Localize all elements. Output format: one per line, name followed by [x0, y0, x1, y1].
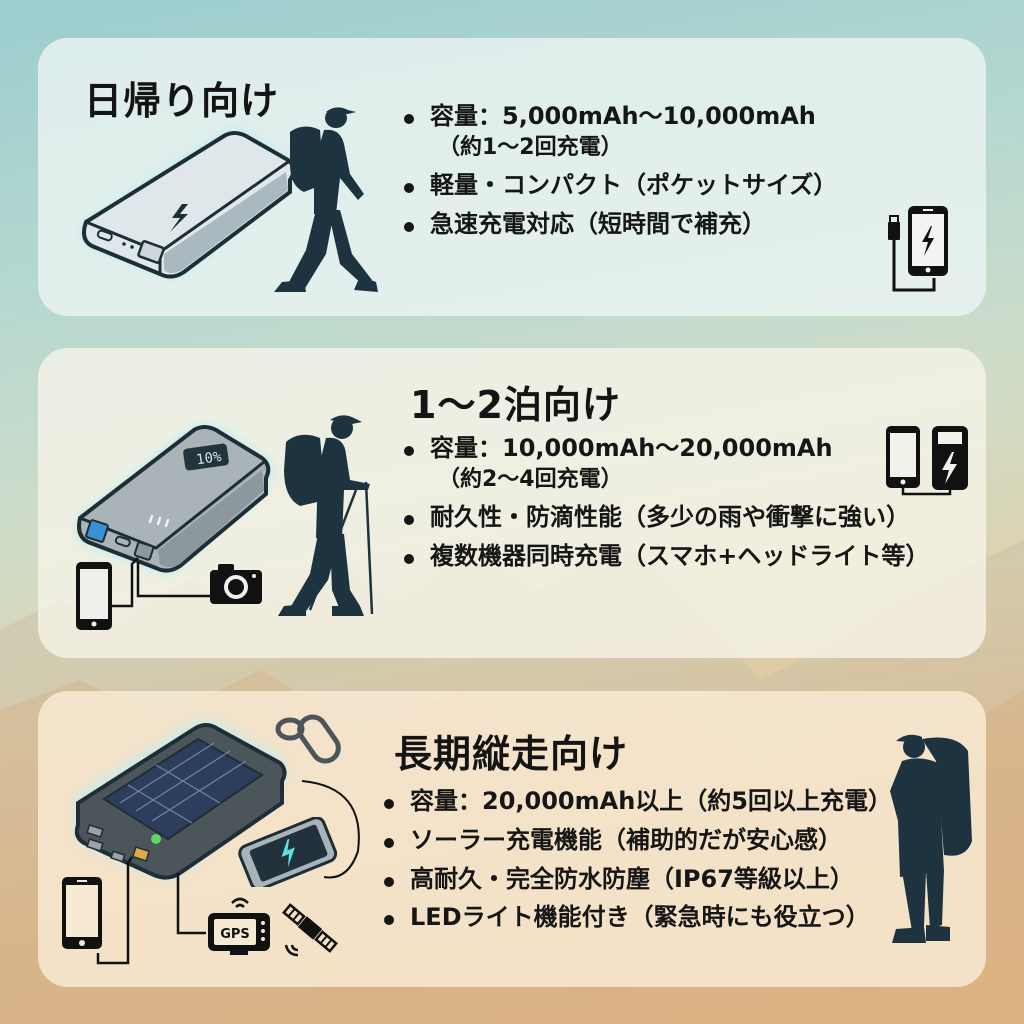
phone-to-battery-icon [886, 426, 968, 496]
phone-charging-tilted-icon [238, 817, 338, 887]
gps-device-icon: GPS [208, 897, 270, 955]
section-long-traverse: 長期縦走向け [38, 691, 986, 987]
feature-item: LEDライト機能付き（緊急時にも役立つ） [380, 903, 892, 932]
power-bank-icon [80, 129, 300, 279]
section-day-trip: 日帰り向け 容量：5,000mAh〜10,000mAh（約1〜2回充電） 軽量・… [38, 38, 986, 316]
feature-item: 容量：5,000mAh〜10,000mAh（約1〜2回充電） [400, 102, 837, 161]
charging-cable [112, 557, 216, 608]
section-title: 1〜2泊向け [410, 383, 621, 427]
hiker-with-poles-icon [278, 415, 374, 616]
feature-list: 容量：20,000mAh以上（約5回以上充電） ソーラー充電機能（補助的だが安心… [380, 787, 892, 932]
feature-item: 容量：20,000mAh以上（約5回以上充電） [380, 787, 892, 816]
feature-list: 容量：5,000mAh〜10,000mAh（約1〜2回充電） 軽量・コンパクト（… [400, 102, 837, 239]
power-bank-display-icon: 10% [74, 423, 274, 575]
feature-item: 軽量・コンパクト（ポケットサイズ） [400, 171, 837, 200]
battery-percent-display: 10% [195, 449, 223, 468]
section-title: 長期縦走向け [394, 732, 629, 776]
feature-item: 耐久性・防滴性能（多少の雨や衝撃に強い） [400, 503, 929, 532]
phone-icon [76, 562, 112, 630]
feature-item: ソーラー充電機能（補助的だが安心感） [380, 826, 892, 855]
gps-label: GPS [220, 927, 250, 942]
standing-hiker-icon [890, 734, 972, 943]
feature-item: 容量：10,000mAh〜20,000mAh（約2〜4回充電） [400, 434, 929, 493]
charging-cable [301, 780, 360, 879]
charging-cable [96, 856, 206, 965]
camera-icon [210, 564, 262, 604]
carabiner-icon [275, 714, 341, 764]
feature-list: 容量：10,000mAh〜20,000mAh（約2〜4回充電） 耐久性・防滴性能… [400, 434, 929, 571]
feature-item: 複数機器同時充電（スマホ+ヘッドライト等） [400, 542, 929, 571]
satellite-icon [282, 903, 338, 957]
feature-item: 急速充電対応（短時間で補充） [400, 210, 837, 239]
walking-hiker-icon [274, 107, 378, 292]
solar-power-bank-icon [72, 719, 288, 880]
phone-charging-icon [888, 206, 948, 292]
phone-icon [62, 877, 102, 949]
section-title: 日帰り向け [84, 79, 280, 123]
section-1-2-nights: 1〜2泊向け 10% [38, 348, 986, 658]
feature-item: 高耐久・完全防水防塵（IP67等級以上） [380, 865, 892, 894]
